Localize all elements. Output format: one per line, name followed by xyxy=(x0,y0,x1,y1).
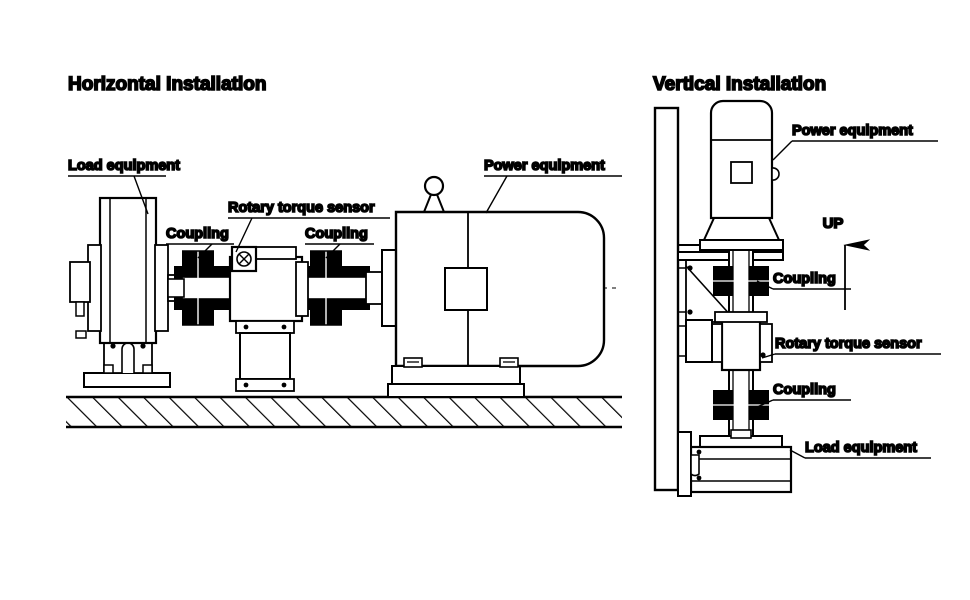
label-load-equipment-vertical: Load equipment xyxy=(789,439,931,459)
label-rotary-torque-sensor-horizontal: Rotary torque sensor xyxy=(227,199,390,253)
label-power-equipment-horizontal-text: Power equipment xyxy=(484,158,605,174)
label-coupling-bottom-vertical-text: Coupling xyxy=(773,382,836,398)
coupling-bottom-vertical xyxy=(713,390,769,420)
power-equipment-horizontal xyxy=(381,175,606,398)
label-coupling-bottom-vertical: Coupling xyxy=(756,381,851,408)
label-power-equipment-horizontal: Power equipment xyxy=(483,157,622,214)
label-coupling-right-horizontal: Coupling xyxy=(304,225,374,259)
horizontal-title: Horizontal Installation xyxy=(68,74,266,95)
label-rotary-torque-sensor-text: Rotary torque sensor xyxy=(228,200,375,216)
rotary-torque-sensor-vertical xyxy=(678,311,773,372)
label-coupling-top-vertical: Coupling xyxy=(756,270,851,290)
label-power-equipment-vertical-text: Power equipment xyxy=(792,123,913,139)
coupling-left-horizontal xyxy=(182,250,214,326)
load-equipment-vertical xyxy=(677,429,793,497)
rotary-torque-sensor-horizontal xyxy=(228,245,309,392)
vertical-title: Vertical Installation xyxy=(653,74,826,95)
up-arrow-label: UP xyxy=(823,215,844,232)
label-load-equipment-vertical-text: Load equipment xyxy=(805,440,917,456)
label-load-equipment-horizontal-text: Load equipment xyxy=(68,158,180,174)
mounting-wall xyxy=(653,106,680,492)
label-load-equipment-horizontal: Load equipment xyxy=(67,157,181,215)
coupling-top-vertical xyxy=(713,266,769,296)
label-rotary-torque-sensor-vertical-text: Rotary torque sensor xyxy=(775,336,922,352)
label-coupling-left-horizontal: Coupling xyxy=(165,225,234,259)
label-coupling-left-text: Coupling xyxy=(166,226,229,242)
label-coupling-top-vertical-text: Coupling xyxy=(773,271,836,287)
ground-hatch xyxy=(66,395,622,429)
coupling-right-horizontal xyxy=(310,250,342,326)
label-power-equipment-vertical: Power equipment xyxy=(772,122,938,161)
power-equipment-vertical xyxy=(677,99,784,261)
label-coupling-right-text: Coupling xyxy=(305,226,368,242)
label-rotary-torque-sensor-vertical: Rotary torque sensor xyxy=(761,335,941,359)
